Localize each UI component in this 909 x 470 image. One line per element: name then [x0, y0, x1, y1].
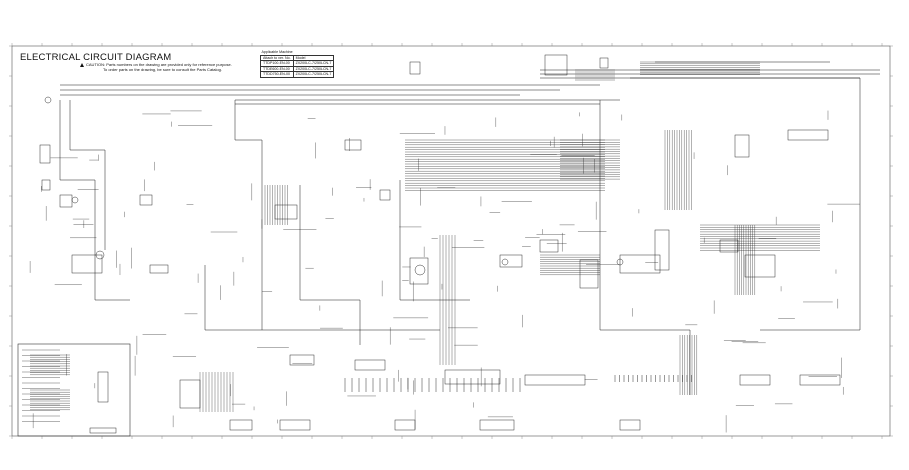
machine-table-cell: ZX200LC-7/250LCN-7	[292, 65, 335, 73]
machine-table-cell: ZX200LC-7/250LCN-7	[292, 60, 335, 67]
component-block	[289, 354, 315, 366]
center-harness-wire	[399, 180, 470, 301]
component-block	[354, 359, 386, 371]
component-block	[279, 419, 311, 431]
component-layer	[39, 54, 841, 434]
component-block	[59, 194, 73, 208]
component-block	[744, 254, 776, 278]
component-block	[97, 371, 109, 403]
component-symbol	[44, 96, 52, 104]
component-block	[409, 61, 421, 75]
component-symbol	[616, 258, 624, 266]
left-harness-wire	[59, 100, 130, 301]
left-harness-wire	[69, 100, 106, 250]
component-block	[544, 54, 568, 76]
component-block	[71, 254, 103, 274]
component-block	[274, 204, 298, 220]
component-block	[524, 374, 586, 386]
component-block	[39, 144, 51, 164]
machine-table-cell: TTDD750-EN-00	[260, 71, 294, 78]
caution-line-1: CAUTION: Parts numbers on the drawing ar…	[86, 62, 232, 67]
component-block	[41, 179, 51, 191]
sheet-border	[11, 45, 891, 437]
wiring-layer	[59, 61, 880, 395]
machine-table-heading: Applicable Machine	[261, 50, 293, 54]
power-rail	[599, 100, 691, 395]
component-block	[539, 239, 559, 253]
component-block	[479, 419, 515, 431]
component-block	[787, 129, 829, 141]
component-symbol	[501, 258, 509, 266]
applicable-machine-table: Applicable Machine Attach to ver. No. Mo…	[260, 50, 335, 78]
machine-table-col-header: Attach to ver. No.	[260, 54, 294, 62]
power-rail	[630, 77, 861, 331]
component-symbol	[95, 250, 105, 260]
component-block	[139, 194, 153, 206]
component-block	[599, 57, 609, 69]
harness-bundles	[22, 61, 860, 433]
component-block	[444, 369, 501, 385]
machine-table-cell: TTDE600-EN-00	[260, 65, 294, 73]
legend-stamp	[89, 427, 117, 434]
center-harness-wire	[299, 185, 361, 345]
diagram-title: ELECTRICAL CIRCUIT DIAGRAM	[20, 52, 172, 63]
component-block	[344, 139, 362, 151]
component-block	[619, 419, 641, 431]
caution-line-2: To order parts on the drawing, be sure t…	[103, 67, 222, 72]
component-block	[499, 254, 523, 268]
component-block	[179, 379, 201, 409]
component-block	[734, 134, 750, 158]
component-block	[579, 259, 599, 289]
component-block	[719, 239, 739, 253]
component-block	[149, 264, 169, 274]
component-block	[229, 419, 253, 431]
legend-box	[17, 343, 131, 437]
component-block	[619, 254, 661, 274]
component-block	[379, 189, 391, 201]
component-block	[739, 374, 771, 386]
component-symbol	[414, 264, 426, 276]
component-symbol	[71, 196, 79, 204]
component-block	[654, 229, 670, 271]
border-tick-marks	[9, 43, 893, 439]
center-harness-wire	[204, 265, 440, 331]
component-block	[799, 374, 841, 386]
machine-table-cell: TTDP100-EN-00	[260, 60, 294, 67]
warning-icon	[80, 62, 84, 67]
component-block	[394, 419, 416, 431]
center-harness-wire	[234, 100, 263, 330]
component-block	[409, 257, 429, 285]
caution-note: CAUTION: Parts numbers on the drawing ar…	[80, 62, 232, 72]
machine-table-cell: ZX200LC-7/250LCN-7	[292, 71, 335, 78]
